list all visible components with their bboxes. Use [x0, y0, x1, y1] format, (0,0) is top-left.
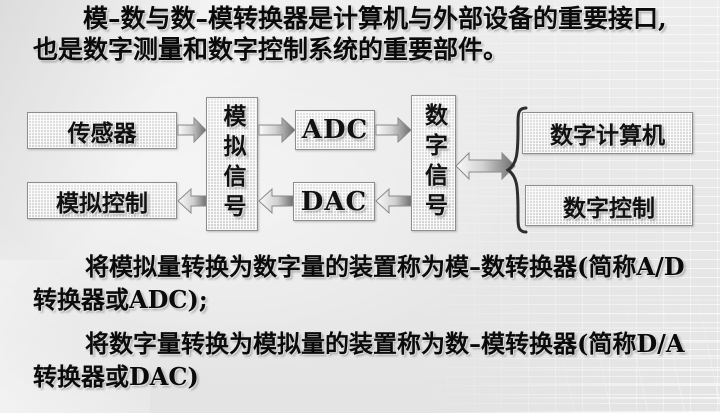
arrow-adc-to-digital-signal — [375, 116, 412, 144]
block-digital-signal-label: 数字信号 — [420, 103, 448, 223]
block-analog-signal-label: 模拟信号 — [219, 104, 246, 224]
arrow-sensor-to-analog-signal — [177, 116, 207, 144]
dac-definition-paragraph: 将数字量转换为模拟量的装置称为数–模转换器(简称D/A转换器或DAC) — [33, 329, 685, 391]
block-digital-computer[interactable]: 数字计算机 — [522, 112, 693, 154]
block-sensor[interactable]: 传感器 — [27, 112, 177, 149]
adc-definition-paragraph: 将模拟量转换为数字量的装置称为模–数转换器(简称A/D转换器或ADC); — [33, 252, 685, 314]
block-digital-control-label: 数字控制 — [563, 194, 655, 222]
block-sensor-label: 传感器 — [67, 119, 137, 147]
arrow-digital-signal-to-subsystems — [455, 150, 516, 182]
arrow-analog-signal-to-analog-control — [177, 187, 207, 215]
block-adc-label: ADC — [301, 115, 369, 145]
block-analog-control[interactable]: 模拟控制 — [27, 182, 177, 219]
block-analog-signal[interactable]: 模拟信号 — [206, 97, 258, 231]
block-dac-label: DAC — [300, 186, 368, 217]
block-digital-signal[interactable]: 数字信号 — [411, 95, 456, 231]
block-digital-control[interactable]: 数字控制 — [525, 185, 693, 226]
intro-paragraph: 模–数与数–模转换器是计算机与外部设备的重要接口, 也是数字测量和数字控制系统的… — [33, 4, 676, 64]
arrow-digital-signal-to-dac — [375, 187, 412, 215]
block-dac[interactable]: DAC — [293, 182, 375, 221]
arrow-dac-to-analog-signal — [258, 187, 294, 215]
block-adc[interactable]: ADC — [295, 110, 375, 150]
block-analog-control-label: 模拟控制 — [56, 189, 148, 217]
block-digital-computer-label: 数字计算机 — [550, 122, 665, 149]
grouping-brace — [505, 106, 528, 239]
arrow-analog-signal-to-adc — [258, 116, 296, 144]
